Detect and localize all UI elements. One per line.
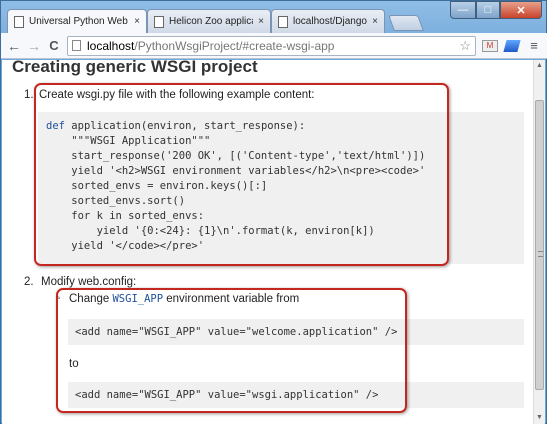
- code-line: def application(environ, start_response)…: [46, 120, 306, 132]
- code-block-to: <add name="WSGI_APP" value="wsgi.applica…: [68, 382, 524, 408]
- close-icon[interactable]: ×: [134, 16, 140, 27]
- back-button[interactable]: ←: [7, 37, 21, 54]
- close-icon[interactable]: ×: [372, 16, 378, 27]
- window-controls: — □ ✕: [450, 1, 542, 19]
- code-line: sorted_envs = environ.keys()[:]: [46, 180, 268, 192]
- step-1-text: Create wsgi.py file with the following e…: [39, 89, 315, 101]
- code-line: start_response('200 OK', [('Content-type…: [46, 150, 426, 162]
- tab-strip: Universal Python Web Ap × Helicon Zoo ap…: [1, 1, 547, 33]
- close-icon[interactable]: ×: [258, 16, 264, 27]
- annotation-box-step2: [56, 288, 407, 413]
- step-2-number: 2.: [24, 276, 34, 288]
- step-2-text: Modify web.config:: [41, 276, 137, 288]
- tab-universal-python[interactable]: Universal Python Web Ap ×: [7, 9, 147, 33]
- code-line: for k in sorted_envs:: [46, 210, 205, 222]
- page-icon: [14, 15, 24, 28]
- page-content: Creating generic WSGI project 1. Create …: [2, 60, 535, 424]
- code-line: yield '{0:<24}: {1}\n'.format(k, environ…: [46, 225, 375, 237]
- url-path: /PythonWsgiProject/#create-wsgi-app: [134, 38, 335, 53]
- page-icon: [278, 15, 288, 28]
- code-line: """WSGI Application""": [46, 135, 211, 147]
- address-bar[interactable]: localhost/PythonWsgiProject/#create-wsgi…: [67, 35, 476, 56]
- code-block-from: <add name="WSGI_APP" value="welcome.appl…: [68, 319, 524, 345]
- grip-icon: [538, 251, 543, 257]
- wsgi-app-variable: WSGI_APP: [112, 293, 164, 305]
- url-host: localhost: [87, 38, 135, 53]
- forward-button[interactable]: →: [27, 37, 41, 54]
- close-window-button[interactable]: ✕: [500, 1, 542, 19]
- extension-icon: [503, 39, 521, 52]
- extension-button[interactable]: [503, 38, 521, 54]
- gmail-extension[interactable]: M: [482, 38, 498, 54]
- to-label: to: [69, 358, 79, 370]
- code-line: sorted_envs.sort(): [46, 195, 186, 207]
- page-icon: [154, 15, 164, 28]
- maximize-button[interactable]: □: [476, 1, 500, 19]
- code-line: yield '</code></pre>': [46, 240, 205, 252]
- scroll-down-arrow-icon[interactable]: ▼: [536, 414, 543, 421]
- menu-icon[interactable]: ≡: [530, 38, 538, 53]
- page-title: Creating generic WSGI project: [12, 60, 258, 76]
- vertical-scrollbar[interactable]: ▲ ▼: [533, 60, 545, 424]
- new-tab-button[interactable]: [388, 15, 424, 31]
- tab-title: Helicon Zoo application c: [169, 16, 253, 27]
- annotation-box-step1: [34, 83, 449, 266]
- scroll-up-arrow-icon[interactable]: ▲: [536, 62, 543, 69]
- change-instruction: Change WSGI_APP environment variable fro…: [69, 293, 300, 305]
- step-1-number: 1.: [24, 89, 34, 101]
- reload-button[interactable]: C: [49, 38, 59, 53]
- code-line: yield '<h2>WSGI environment variables</h…: [46, 165, 426, 177]
- bookmark-star-icon[interactable]: ☆: [459, 37, 471, 53]
- scroll-thumb[interactable]: [535, 100, 544, 390]
- bullet: ◦: [57, 293, 61, 304]
- page-icon: [72, 40, 81, 51]
- tab-title: Universal Python Web Ap: [29, 16, 129, 27]
- code-block-wsgi: def application(environ, start_response)…: [38, 112, 524, 264]
- tab-django-project[interactable]: localhost/DjangoProject/ ×: [271, 9, 385, 33]
- gmail-icon: M: [482, 39, 498, 52]
- toolbar: ← → C localhost/PythonWsgiProject/#creat…: [1, 33, 547, 59]
- tab-helicon-zoo[interactable]: Helicon Zoo application c ×: [147, 9, 271, 33]
- minimize-button[interactable]: —: [450, 1, 476, 19]
- tab-title: localhost/DjangoProject/: [293, 16, 367, 27]
